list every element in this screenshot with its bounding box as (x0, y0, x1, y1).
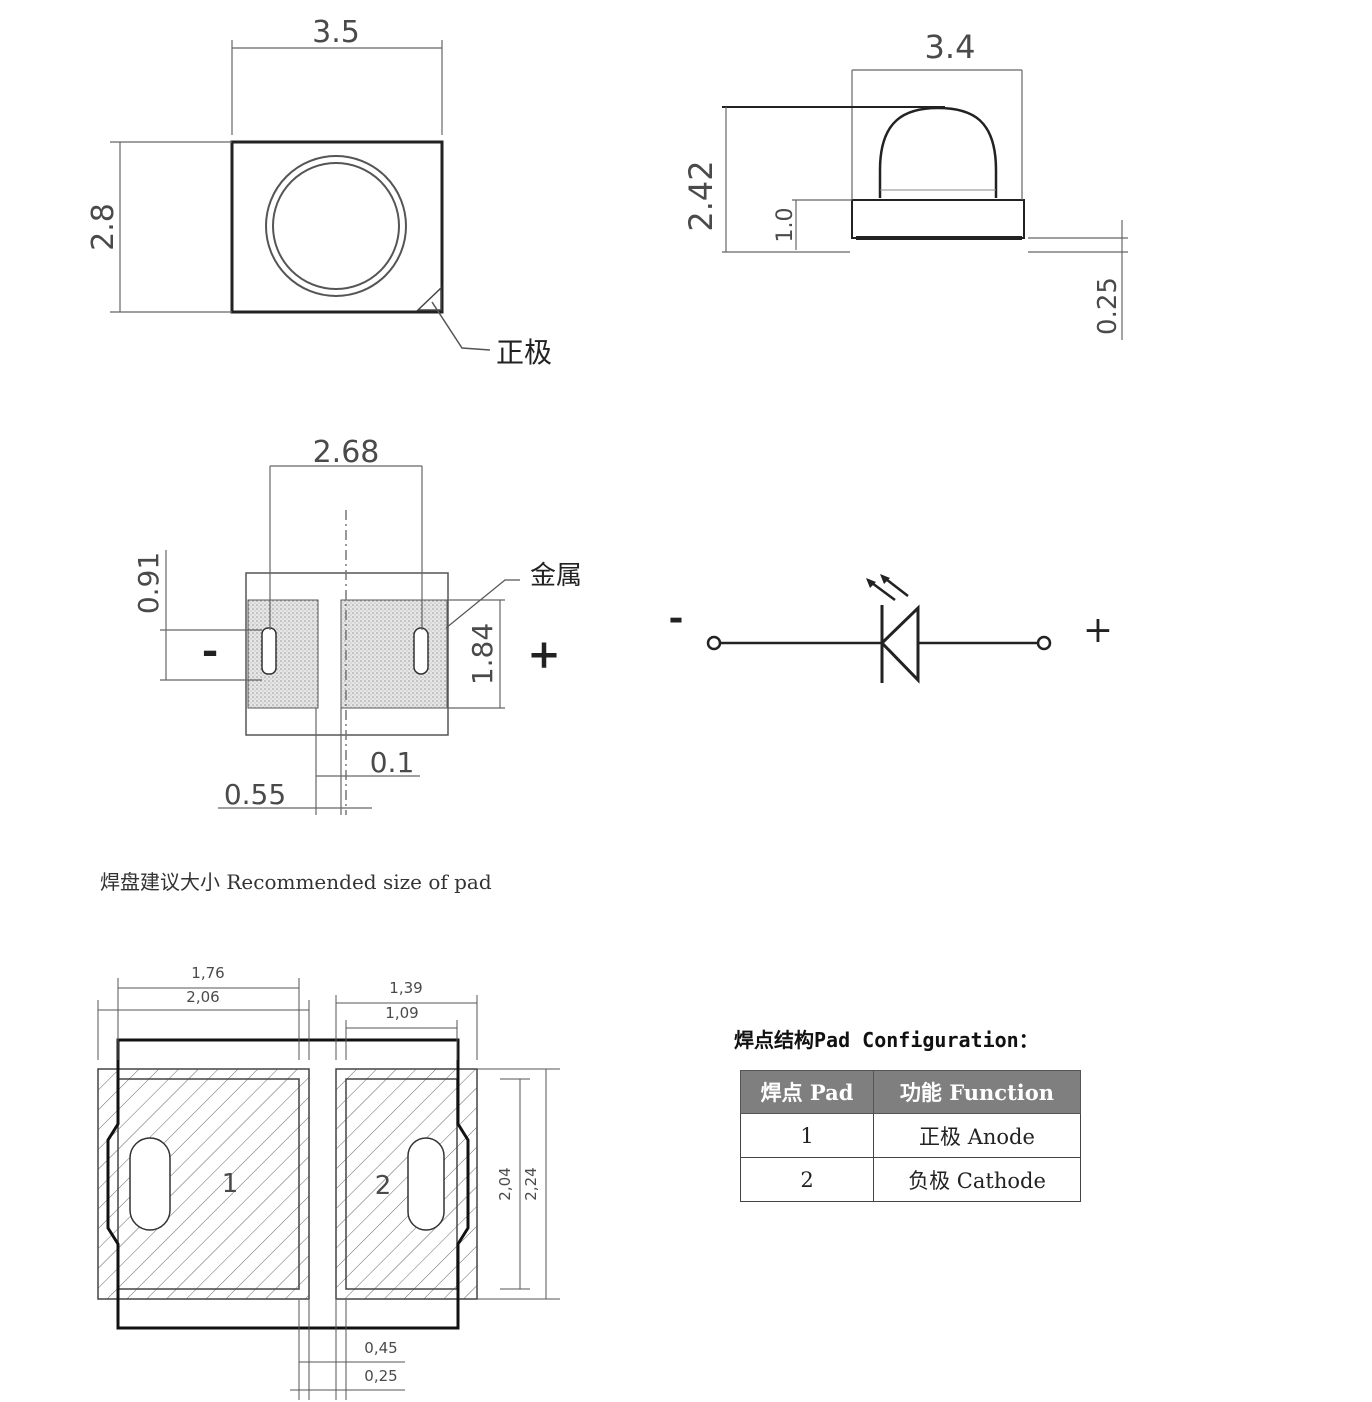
dim-inner-gap: 0,25 (364, 1367, 397, 1385)
cell-function: 正极 Anode (873, 1113, 1081, 1158)
gap-label: 0.1 (370, 746, 415, 779)
dim-outer-gap: 0,45 (364, 1339, 397, 1357)
lens-outer-ring (265, 155, 407, 297)
pitch-label: 2.68 (313, 435, 380, 470)
pad-1-number: 1 (222, 1169, 239, 1199)
dim-outer-left-width: 2,06 (186, 988, 219, 1006)
side-height-label: 2.42 (682, 160, 720, 231)
pad-1-slot (129, 1137, 171, 1231)
symbol-minus-sign: - (669, 597, 684, 639)
pad-offset-label: 0.91 (132, 552, 165, 614)
bottom-minus-sign: - (202, 627, 219, 674)
polarity-corner-mark (416, 286, 442, 311)
recommended-pad-drawing: 1 2 1,76 2,06 1,39 1,09 2,04 2,24 (97, 964, 560, 1400)
positive-slot (413, 627, 429, 675)
neg-width-label: 0.55 (224, 778, 286, 811)
header-pad: 焊点 Pad (740, 1070, 874, 1114)
dim-inner-right-width: 1,09 (385, 1004, 418, 1022)
package-footprint-outline (106, 1038, 470, 1330)
package-outline-bottom (245, 572, 449, 736)
header-function: 功能 Function (873, 1070, 1081, 1114)
side-view: 3.4 2.42 1.0 0.25 (682, 28, 1128, 340)
cell-pad: 2 (740, 1157, 874, 1202)
led-circuit-symbol: - + (669, 574, 1113, 684)
pad-config-table: 焊点 Pad 功能 Function 1 正极 Anode 2 负极 Catho… (740, 1070, 1081, 1202)
top-view: 3.5 2.8 正极 (86, 15, 552, 369)
dome-outline (878, 106, 998, 198)
dim-outer-right-width: 1,39 (389, 979, 422, 997)
dim-inner-height: 2,04 (496, 1167, 514, 1200)
side-width-label: 3.4 (925, 28, 976, 66)
dim-inner-left-width: 1,76 (191, 964, 224, 982)
pad-config-title: 焊点结构Pad Configuration： (734, 1028, 1039, 1052)
base-outline (851, 199, 1025, 239)
pad-2-hatched (335, 1068, 478, 1300)
polarity-leader-line (431, 301, 491, 351)
pad-2-slot (407, 1137, 445, 1231)
top-width-label: 3.5 (312, 15, 360, 50)
bottom-plus-sign: + (527, 631, 561, 678)
bottom-view: 2.68 0.91 1.84 金属 - + 0.1 0.55 (132, 435, 582, 815)
metal-label: 金属 (530, 561, 582, 591)
cell-pad: 1 (740, 1113, 874, 1158)
table-header-row: 焊点 Pad 功能 Function (740, 1070, 1081, 1114)
lens-inner-ring (272, 162, 400, 290)
top-height-label: 2.8 (86, 203, 121, 251)
package-outline-top (230, 140, 444, 314)
lead-thickness-label: 0.25 (1093, 277, 1123, 335)
negative-slot (261, 627, 277, 675)
positive-pad (340, 599, 448, 709)
symbol-plus-sign: + (1083, 610, 1113, 651)
negative-pad (247, 599, 319, 709)
dim-outer-height: 2,24 (522, 1167, 540, 1200)
table-row: 1 正极 Anode (740, 1113, 1081, 1158)
polarity-label: 正极 (496, 336, 552, 369)
pad-height-label: 1.84 (466, 623, 499, 685)
table-row: 2 负极 Cathode (740, 1157, 1081, 1202)
cell-function: 负极 Cathode (873, 1157, 1081, 1202)
pad-2-number: 2 (375, 1171, 392, 1201)
pad-size-caption: 焊盘建议大小 Recommended size of pad (100, 870, 492, 894)
base-height-label: 1.0 (773, 208, 798, 243)
